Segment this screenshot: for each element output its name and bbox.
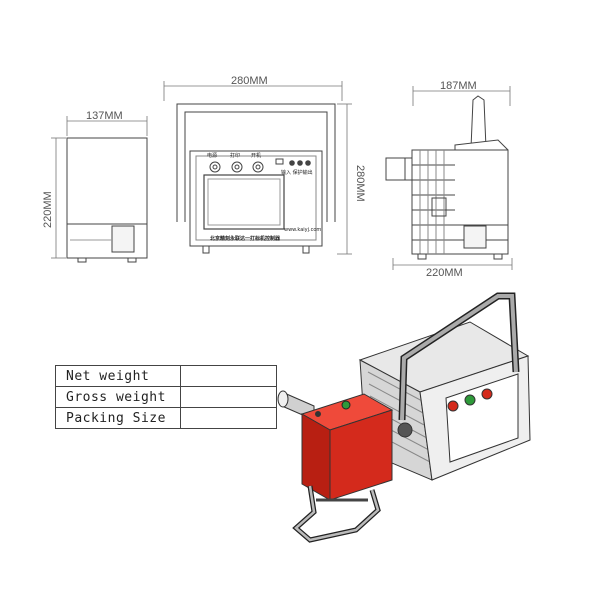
red-indicator-icon <box>447 400 459 412</box>
knob-label-1: 电源 <box>207 152 217 159</box>
spec-table: Net weight Gross weight Packing Size <box>55 365 277 429</box>
spec-value <box>180 386 277 408</box>
knob-label-2: 打印 <box>230 152 240 159</box>
front-height-dimension <box>337 103 352 255</box>
iso-marking-head <box>277 390 394 543</box>
spec-label: Packing Size <box>55 407 181 429</box>
front-height-label: 280MM <box>354 165 366 202</box>
red-indicator-2-icon <box>481 388 493 400</box>
iso-controller <box>358 292 531 481</box>
panel-bottom-title: 北京精刻永联达一打标机控制器 <box>210 235 281 242</box>
side-height-label: 220MM <box>42 191 54 228</box>
side-width-label: 137MM <box>86 110 123 122</box>
right-view <box>385 95 509 260</box>
right-bottom-dimension <box>392 258 513 270</box>
front-width-dimension <box>163 81 343 101</box>
panel-brand-small: www.kaiyj.com <box>284 227 321 233</box>
table-row: Net weight <box>55 365 277 387</box>
table-row: Gross weight <box>55 386 277 408</box>
side-view <box>66 137 148 263</box>
front-view <box>176 103 336 254</box>
panel-small-right: 输入 保护输出 <box>281 169 313 176</box>
right-top-label: 187MM <box>440 80 477 92</box>
front-width-label: 280MM <box>231 75 268 87</box>
spec-value <box>180 407 277 429</box>
right-top-dimension <box>412 86 511 106</box>
side-height-dimension <box>51 137 66 259</box>
spec-label: Gross weight <box>55 386 181 408</box>
spec-label: Net weight <box>55 365 181 387</box>
side-width-dimension <box>66 116 148 136</box>
green-indicator-icon <box>464 394 476 406</box>
knob-label-3: 开机 <box>251 152 261 159</box>
spec-value <box>180 365 277 387</box>
right-bottom-label: 220MM <box>426 267 463 279</box>
table-row: Packing Size <box>55 407 277 429</box>
